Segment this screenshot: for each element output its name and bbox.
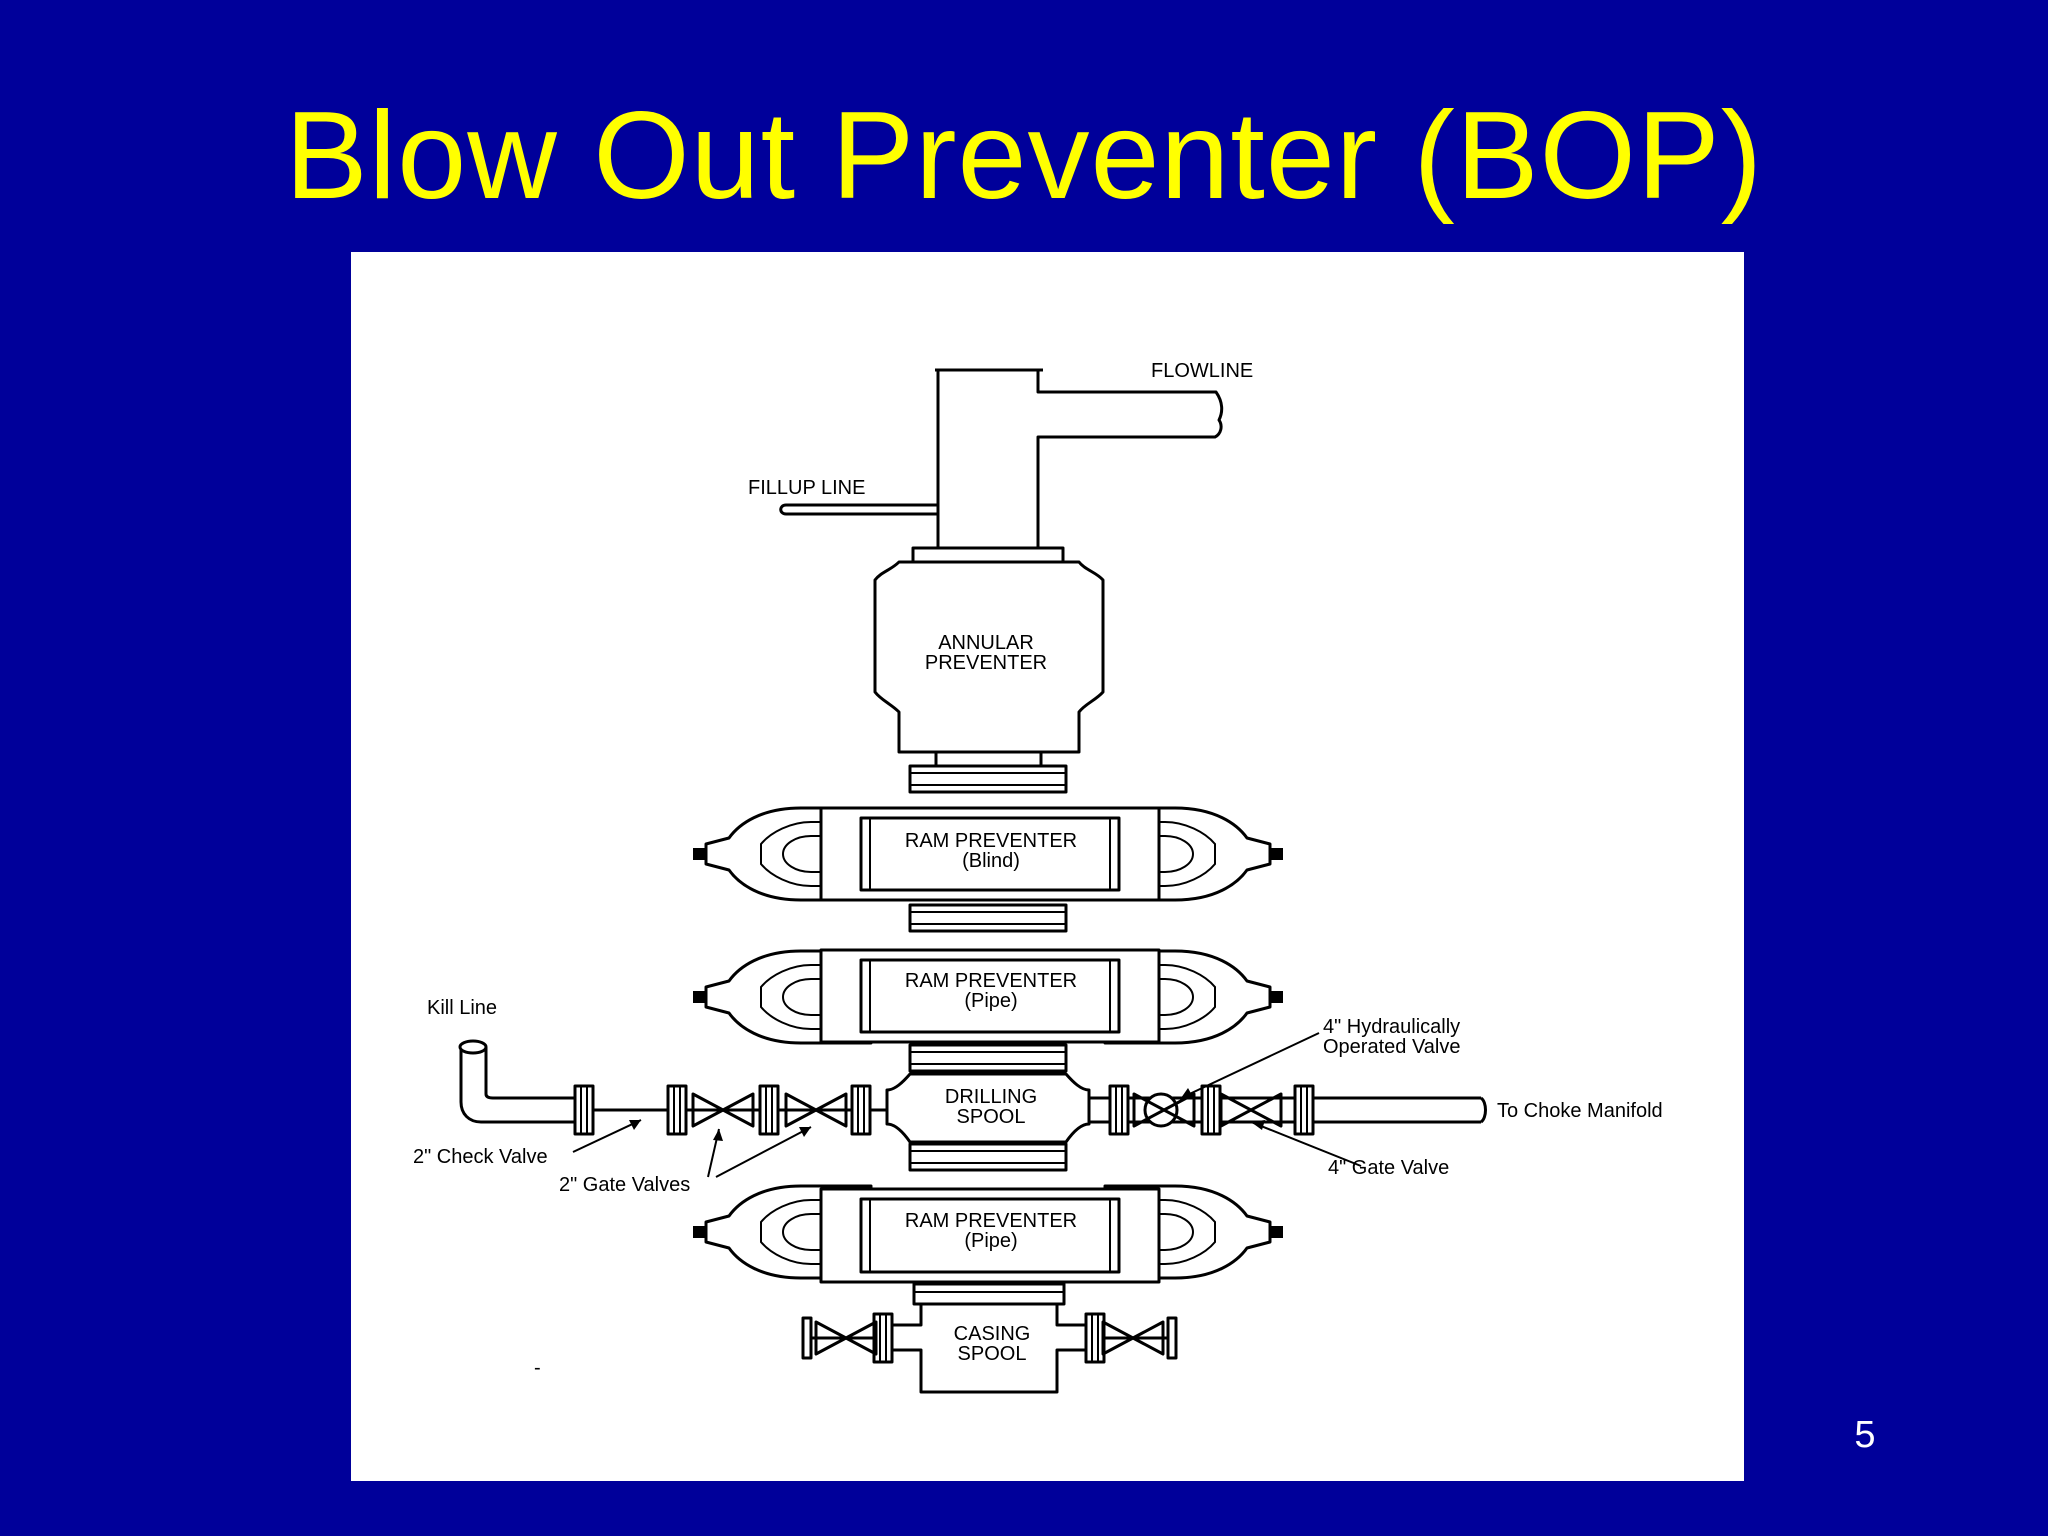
kill-line-label: Kill Line (427, 997, 497, 1019)
fillup-line-pipe (779, 503, 938, 516)
ram2-label-line1: RAM PREVENTER (905, 970, 1077, 992)
ram1-label-line2: (Blind) (962, 850, 1020, 872)
flange-1 (908, 764, 1068, 794)
casing-label-line1: CASING (954, 1323, 1031, 1345)
ram3-label-line2: (Pipe) (964, 1230, 1017, 1252)
annular-label-line1: ANNULAR (938, 632, 1034, 654)
ram2-label-line2: (Pipe) (964, 990, 1017, 1012)
to-choke-manifold-label: To Choke Manifold (1497, 1100, 1663, 1122)
ram3-label-line1: RAM PREVENTER (905, 1210, 1077, 1232)
leader-arrows (572, 1032, 1362, 1178)
kill-line-assembly (458, 1039, 887, 1136)
check-valve-label: 2" Check Valve (413, 1146, 548, 1168)
drilling-spool (885, 1072, 1091, 1144)
annular-label-line2: PREVENTER (925, 652, 1047, 674)
flange-3 (908, 1043, 1068, 1073)
ram1-label-line1: RAM PREVENTER (905, 830, 1077, 852)
drilling-label-line2: SPOOL (957, 1106, 1026, 1128)
hydraulic-valve-label-line1: 4" Hydraulically (1323, 1016, 1460, 1038)
casing-spool (801, 1282, 1178, 1394)
ram-preventer-blind (691, 806, 1285, 902)
flange-4 (908, 1142, 1068, 1172)
ram-preventer-pipe-lower (691, 1184, 1285, 1284)
bop-diagram: FLOWLINE FILLUP LINE ANNULAR PREVENTER R… (413, 360, 1663, 1394)
stray-mark: - (534, 1357, 541, 1379)
fillup-line-label: FILLUP LINE (748, 477, 865, 499)
bop-diagram-panel: FLOWLINE FILLUP LINE ANNULAR PREVENTER R… (351, 252, 1744, 1481)
slide-title: Blow Out Preventer (BOP) (284, 87, 1764, 225)
ram-preventer-pipe-upper (691, 948, 1285, 1045)
casing-label-line2: SPOOL (958, 1343, 1027, 1365)
annular-preventer (873, 546, 1105, 767)
drilling-label-line1: DRILLING (945, 1086, 1037, 1108)
flange-2 (908, 903, 1068, 933)
gate-valve-4in-label: 4" Gate Valve (1328, 1157, 1449, 1179)
flowline-label: FLOWLINE (1151, 360, 1253, 382)
choke-line-assembly (1089, 1084, 1487, 1136)
gate-valves-label: 2" Gate Valves (559, 1174, 690, 1196)
flowline-pipe (935, 368, 1224, 548)
page-number: 5 (1854, 1414, 1876, 1456)
hydraulic-valve-label-line2: Operated Valve (1323, 1036, 1461, 1058)
